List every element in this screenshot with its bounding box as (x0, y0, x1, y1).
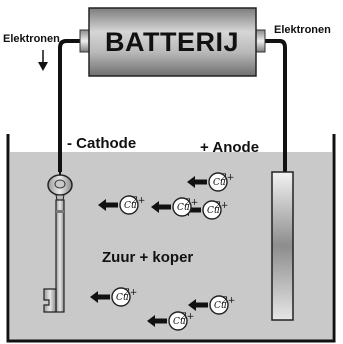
battery-body (88, 7, 257, 77)
copper-ion: Cu2+ (90, 287, 137, 307)
copper-ion: Cu2+ (98, 195, 145, 215)
ion-charge: 2+ (221, 296, 235, 306)
ion-symbol: Cu (214, 301, 227, 311)
ion-symbol: Cu (177, 203, 190, 213)
ion-symbol: Cu (173, 317, 186, 327)
ion-circle (202, 200, 222, 220)
ion-symbol: Cu (124, 201, 137, 211)
ion-circle (168, 311, 188, 331)
ion-charge: 2+ (180, 312, 194, 322)
ion-direction-arrow-icon (90, 291, 110, 303)
ion-charge: 2+ (184, 198, 198, 208)
ion-direction-arrow-icon (147, 315, 167, 327)
ion-symbol: Cu (207, 206, 220, 216)
ion-direction-arrow-icon (151, 201, 171, 213)
ion-direction-arrow-icon (188, 299, 208, 311)
cathode-label: - Cathode (67, 135, 136, 152)
ion-symbol: Cu (116, 293, 129, 303)
ion-symbol: Cu (213, 178, 226, 188)
electrons-label-right: Elektronen (274, 24, 331, 36)
wire-right (264, 39, 287, 172)
electron-flow-arrow-icon (38, 50, 48, 71)
ion-circle (172, 197, 192, 217)
copper-ion: Cu2+ (151, 197, 198, 217)
ion-charge: 2+ (220, 173, 234, 183)
electrons-label-left: Elektronen (3, 33, 60, 45)
anode-label: + Anode (200, 139, 259, 156)
ion-circle (209, 295, 229, 315)
tank-wall (6, 134, 336, 343)
copper-ion: Cu2+ (188, 295, 235, 315)
ion-direction-arrow-icon (187, 176, 207, 188)
solution-label: Zuur + koper (102, 249, 193, 266)
ion-direction-arrow-icon (98, 199, 118, 211)
cathode-key (43, 170, 73, 313)
ion-circle (119, 195, 139, 215)
ion-charge: 2+ (131, 196, 145, 206)
ion-charge: 2+ (123, 288, 137, 298)
ion-circle (111, 287, 131, 307)
ion-charge: 2+ (214, 201, 228, 211)
wire-left (58, 39, 82, 172)
copper-ion: Cu2+ (147, 311, 194, 331)
ion-circle (208, 172, 228, 192)
battery-label: BATTERIJ (105, 27, 239, 57)
copper-ion: Cu2+ (187, 172, 234, 192)
ions-layer: Cu2+Cu2+Cu2+Cu2+Cu2+Cu2+Cu2+ (90, 172, 235, 331)
anode-plate (271, 171, 294, 321)
